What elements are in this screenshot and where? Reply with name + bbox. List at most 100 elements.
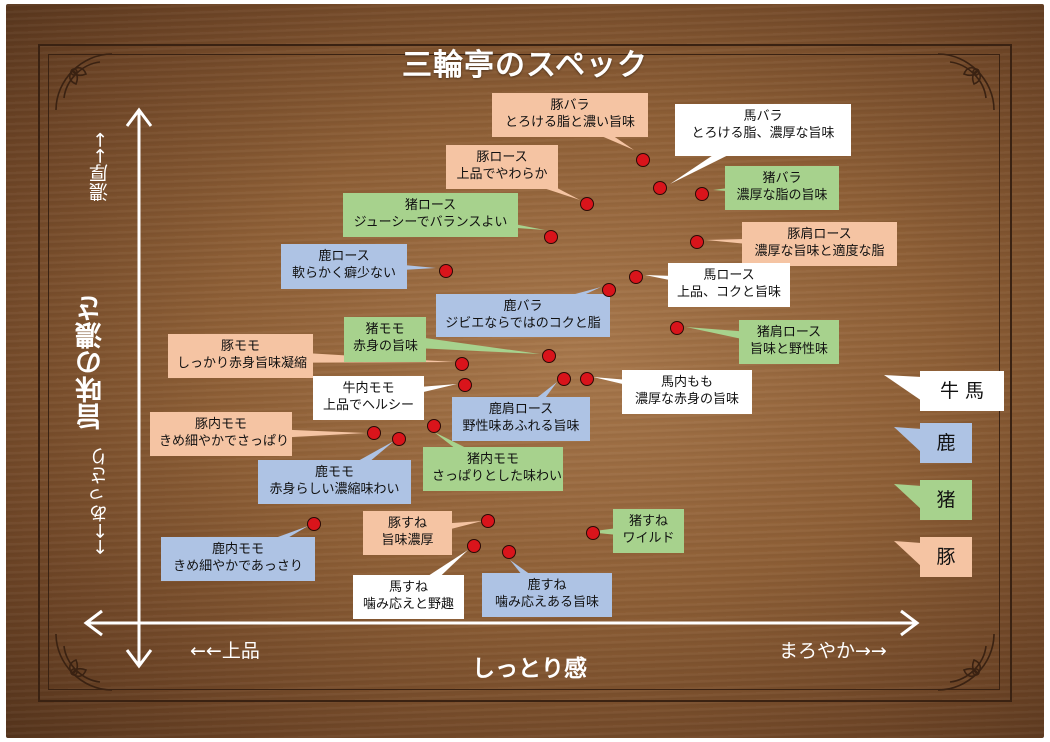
corner-ornament-top-right [937,53,995,111]
callout-label: 馬バラとろける脂、濃厚な旨味 [675,104,851,156]
legend-item: 猪 [920,480,972,520]
callout-name: 馬内もも [660,375,713,390]
callout-description: 赤身の旨味 [353,339,419,354]
data-point [586,526,600,540]
callout-label: 鹿ロース軟らかく癖少ない [281,244,407,289]
callout-label: 猪バラ濃厚な脂の旨味 [725,166,839,210]
data-point [695,187,709,201]
callout-label: 鹿内モモきめ細やかであっさり [161,537,315,581]
data-point [367,426,381,440]
data-point [458,378,472,392]
legend-pointer [884,375,922,401]
x-axis-low-label: ←←上品 [190,640,260,662]
callout-label: 猪内モモさっぱりとした味わい [423,447,563,491]
data-point [307,517,321,531]
corner-ornament-bottom-left [55,633,113,691]
callout-label: 豚すね旨味濃厚 [363,511,452,555]
callout-description: 濃厚な旨味と適度な脂 [754,244,885,259]
legend-item: 鹿 [920,423,972,463]
data-point [467,539,481,553]
callout-label: 牛内モモ上品でヘルシー [313,376,424,420]
callout-description: きめ細やかであっさり [173,559,303,574]
callout-description: 上品でヘルシー [322,398,414,413]
data-point [542,349,556,363]
data-point [690,235,704,249]
callout-description: きめ細やかでさっぱり [159,434,290,449]
x-axis-arrow-right [900,609,920,637]
callout-name: 豚ロース [476,150,528,165]
callout-name: 鹿内モモ [211,542,264,557]
data-point [636,153,650,167]
data-point [481,514,495,528]
y-axis-title: 旨味の濃さ [76,295,107,430]
callout-name: 豚すね [387,516,427,531]
callout-name: 牛内モモ [342,381,395,396]
x-axis-high-label: まろやか→→ [779,640,887,662]
data-point [544,230,558,244]
callout-description: 上品でやわらか [456,167,548,182]
callout-description: さっぱりとした味わい [432,469,563,484]
callout-name: 猪肩ロース [756,325,822,340]
callout-name: 豚肩ロース [787,227,852,242]
callout-name: 馬バラ [743,109,783,124]
callout-description: 上品、コクと旨味 [677,285,782,300]
legend-item: 牛 馬 [920,371,1004,411]
data-point [580,197,594,211]
callout-label: 鹿モモ赤身らしい濃縮味わい [258,460,411,504]
callout-description: ジビエならではのコクと脂 [445,316,601,331]
outer-frame [38,44,1012,702]
legend-pointer [894,541,922,567]
data-point [439,264,453,278]
callout-description: 濃厚な脂の旨味 [736,188,828,203]
callout-name: 猪すね [628,514,668,529]
callout-description: 野性味あふれる旨味 [462,419,580,434]
callout-name: 鹿ロース [318,249,370,264]
callout-label: 馬内もも濃厚な赤身の旨味 [622,370,752,414]
callout-name: 鹿すね [527,578,567,593]
callout-label: 馬すね噛み応えと野趣 [353,575,464,619]
callout-name: 豚モモ [220,339,260,354]
callout-name: 馬ロース [703,268,755,283]
callout-description: 赤身らしい濃縮味わい [269,482,400,497]
callout-description: 軟らかく癖少ない [291,266,396,281]
callout-label: 馬ロース上品、コクと旨味 [668,263,790,307]
callout-description: 噛み応えと野趣 [362,597,454,612]
callout-label: 鹿すね噛み応えある旨味 [482,573,612,617]
y-axis-arrow-bottom [125,649,153,669]
callout-label: 猪ロースジューシーでバランスよい [343,193,518,237]
callout-description: 旨味と野性味 [749,342,828,357]
data-point [502,545,516,559]
data-point [455,357,469,371]
legend-pointer [894,484,922,510]
callout-label: 猪モモ赤身の旨味 [344,317,426,362]
callout-label: 豚ロース上品でやわらか [446,145,558,189]
y-axis-arrow-top [125,107,153,127]
callout-name: 馬すね [388,580,428,595]
corner-ornament-top-left [55,53,113,111]
data-point [653,181,667,195]
data-point [602,283,616,297]
callout-label: 猪肩ロース旨味と野性味 [739,320,839,364]
data-point [629,270,643,284]
callout-name: 豚内モモ [194,417,247,432]
callout-name: 鹿バラ [503,299,543,314]
data-point [427,419,441,433]
x-axis-arrow-left [83,609,103,637]
callout-label: 豚内モモきめ細やかでさっぱり [150,412,292,456]
legend-pointer [894,427,922,453]
callout-description: 旨味濃厚 [381,533,434,548]
callout-description: とろける脂、濃厚な旨味 [691,126,835,141]
y-axis-low-label: ←←あっさり [89,447,111,555]
callout-label: 豚バラとろける脂と濃い旨味 [492,93,648,137]
callout-name: 猪モモ [365,322,405,337]
x-axis-title: しっとり感 [472,656,587,682]
data-point [557,372,571,386]
callout-description: しっかり赤身旨味凝縮 [177,356,308,371]
callout-label: 鹿バラジビエならではのコクと脂 [436,294,610,337]
callout-label: 猪すねワイルド [613,509,684,553]
data-point [392,432,406,446]
corner-ornament-bottom-right [937,633,995,691]
callout-description: とろける脂と濃い旨味 [504,115,635,130]
callout-label: 豚肩ロース濃厚な旨味と適度な脂 [742,222,897,266]
